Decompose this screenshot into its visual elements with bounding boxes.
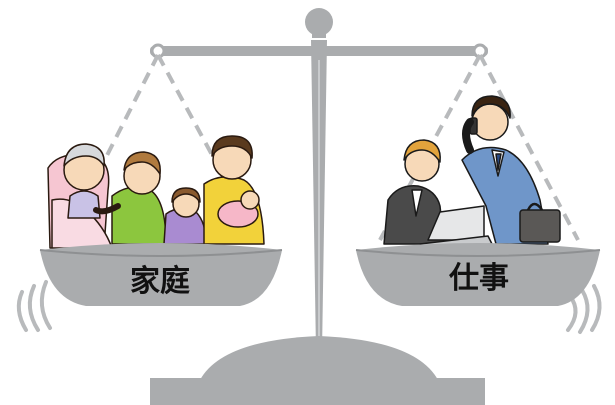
scale-top-knob <box>305 8 333 36</box>
mother <box>93 151 167 245</box>
left-pan-strings <box>62 54 260 241</box>
left-pan: 家庭 <box>39 243 283 306</box>
left-pan-label: 家庭 <box>130 264 190 299</box>
workers-illustration <box>383 95 561 249</box>
baby <box>217 190 260 228</box>
right-pan-label: 仕事 <box>448 261 509 296</box>
father <box>203 135 265 245</box>
scale-post <box>305 8 333 352</box>
left-motion-marks <box>16 280 52 332</box>
grandmother <box>63 143 105 219</box>
girl <box>163 187 207 245</box>
scale-beam <box>150 43 488 59</box>
right-pan: 仕事 <box>355 243 601 306</box>
scale-base <box>150 336 485 405</box>
seated-worker <box>383 139 445 245</box>
briefcase <box>519 202 561 243</box>
family-illustration <box>47 135 265 249</box>
